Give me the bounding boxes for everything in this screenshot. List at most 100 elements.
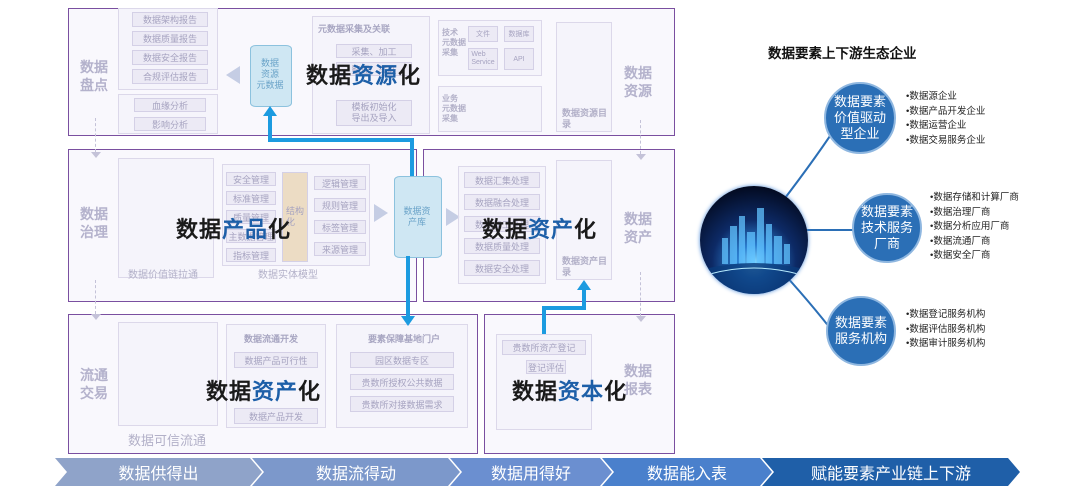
- skyline-icon: [700, 208, 808, 294]
- asset-proc-3: 数据质量处理: [464, 238, 540, 254]
- metadata-title: 元数据采集及关联: [318, 24, 391, 34]
- dash-arrow-right-2: [640, 272, 641, 316]
- title-asset2-post: 化: [298, 379, 322, 404]
- bullet-item: •数据流通厂商: [930, 235, 991, 247]
- asset-catalog-box: [556, 160, 612, 280]
- chevron-label-3: 数据用得好: [490, 466, 571, 483]
- chevron-bar: [55, 458, 1020, 486]
- asset-proc-2: 数据加工处理: [464, 216, 540, 232]
- credible-label: 数据可信流通: [128, 433, 207, 448]
- title-asset-1: 数据资产化: [482, 212, 597, 244]
- dash-arrow-right-2-tip: [636, 316, 646, 322]
- circle-tech-service: 数据要素 技术服务 厂商: [852, 193, 922, 263]
- side-label-resource: 数据 资源: [624, 65, 652, 99]
- portal-item-2: 贵数所对接数据需求: [350, 396, 454, 412]
- bullet-item: •数据交易服务企业: [906, 134, 986, 146]
- side-label-inventory: 数据 盘点: [80, 59, 108, 93]
- asset-catalog-label: 数据资产目 录: [562, 256, 608, 277]
- arrow-right-icon: [374, 204, 388, 222]
- chevron-1: [55, 458, 262, 486]
- dash-arrow-left-1-tip: [91, 152, 101, 158]
- value-chain-label: 数据价值链拉通: [128, 270, 198, 281]
- bullet-item: •数据安全厂商: [930, 250, 991, 261]
- chevron-label-1: 数据供得出: [118, 466, 199, 483]
- title-resource: 数据资源化: [306, 58, 421, 90]
- bullet-item: •数据分析应用厂商: [930, 221, 1010, 232]
- report-item-1: 数据质量报告: [132, 31, 208, 46]
- metadata-assoc: 整理、关联: [336, 62, 412, 76]
- gov-left-0: 安全管理: [226, 172, 276, 186]
- title-capital-hl: 资本: [558, 379, 605, 404]
- report-item-2: 数据安全报告: [132, 50, 208, 65]
- gov-right-3: 来源管理: [314, 242, 366, 256]
- dash-arrow-right-1: [640, 120, 641, 154]
- title-asset1-hl: 资产: [528, 217, 575, 242]
- bullet-item: •数据产品开发企业: [906, 105, 986, 117]
- metadata-capture: 采集、加工: [336, 44, 412, 58]
- asset-proc-4: 数据安全处理: [464, 260, 540, 276]
- gov-left-3: 主数据管理: [226, 229, 276, 243]
- portal-title: 要素保障基地门户: [368, 334, 441, 344]
- entity-model-label: 数据实体模型: [258, 270, 318, 281]
- report-item-0: 数据架构报告: [132, 12, 208, 27]
- flow-lines: [263, 106, 591, 334]
- portal-item-1: 贵数所授权公共数据: [350, 374, 454, 390]
- credible-box: [118, 322, 218, 426]
- title-capital-pre: 数据: [512, 379, 559, 404]
- chevron-label-4: 数据能入表: [646, 466, 727, 483]
- biz-meta-box: [438, 86, 542, 132]
- side-label-trade: 流通 交易: [80, 367, 108, 401]
- tech-item-2: Web Service: [468, 48, 498, 70]
- title-asset2-hl: 资产: [252, 379, 299, 404]
- flow-capital-to-asset: [542, 288, 586, 334]
- biz-meta-label: 业务 元数据 采集: [442, 94, 466, 123]
- dev-item-1: 数据产品开发: [234, 408, 318, 424]
- title-product-post: 化: [268, 217, 292, 242]
- gov-right-0: 逻辑管理: [314, 176, 366, 190]
- gov-right-2: 标签管理: [314, 220, 366, 234]
- analysis-item-1: 影响分析: [134, 117, 206, 131]
- circle-value-driven: 数据要素 价值驱动 型企业: [824, 82, 896, 154]
- arrowhead-asset-up-icon: [577, 280, 591, 290]
- title-asset1-post: 化: [574, 217, 598, 242]
- tech-meta-label: 技术 元数据 采集: [442, 28, 466, 57]
- title-capital-post: 化: [604, 379, 628, 404]
- bullet-item: •数据运营企业: [906, 120, 967, 131]
- city-image: [700, 186, 808, 294]
- arrowhead-trade-down-icon: [401, 316, 415, 326]
- cylinder-asset-label: 数据资 产库: [403, 206, 431, 227]
- bullet-item: •数据源企业: [906, 91, 957, 102]
- chevron-5: [762, 458, 1020, 486]
- bullet-item: •数据评估服务机构: [906, 323, 986, 335]
- title-product-pre: 数据: [176, 217, 223, 242]
- tech-item-3: API: [504, 48, 534, 70]
- title-resource-hl: 资源: [352, 63, 399, 88]
- dash-arrow-left-2-tip: [91, 314, 101, 320]
- gov-right-1: 规则管理: [314, 198, 366, 212]
- bullet-item: •数据审计服务机构: [906, 338, 986, 349]
- ecosystem-title: 数据要素上下游生态企业: [768, 46, 917, 61]
- dev-item-0: 数据产品可行性: [234, 352, 318, 368]
- portal-item-0: 园区数据专区: [350, 352, 454, 368]
- chevron-2: [252, 458, 460, 486]
- chevron-3: [450, 458, 612, 486]
- title-asset2-pre: 数据: [206, 379, 253, 404]
- capital-item-1: 登记评估: [526, 360, 566, 374]
- dash-arrow-right-1-tip: [636, 154, 646, 160]
- arrowhead-resource-up-icon: [263, 106, 277, 116]
- title-capital: 数据资本化: [512, 374, 627, 406]
- title-asset-2: 数据资产化: [206, 374, 321, 406]
- chevron-label-2: 数据流得动: [315, 466, 396, 483]
- gov-left-4: 指标管理: [226, 248, 276, 262]
- chevron-label-5: 赋能要素产业链上下游: [810, 466, 971, 483]
- side-label-asset: 数据 资产: [624, 211, 652, 245]
- report-item-3: 合规评估报告: [132, 69, 208, 84]
- arrow-left-icon: [226, 66, 240, 84]
- dash-arrow-left-1: [95, 118, 96, 152]
- bullets-service-org: •数据登记服务机构 •数据评估服务机构 •数据审计服务机构: [906, 308, 985, 352]
- side-label-report: 数据 报表: [624, 363, 652, 397]
- capital-item-0: 贵数所资产登记: [502, 340, 586, 355]
- asset-proc-1: 数据融合处理: [464, 194, 540, 210]
- cylinder-resource: [250, 45, 292, 107]
- resource-catalog-label: 数据资源目 录: [562, 108, 608, 129]
